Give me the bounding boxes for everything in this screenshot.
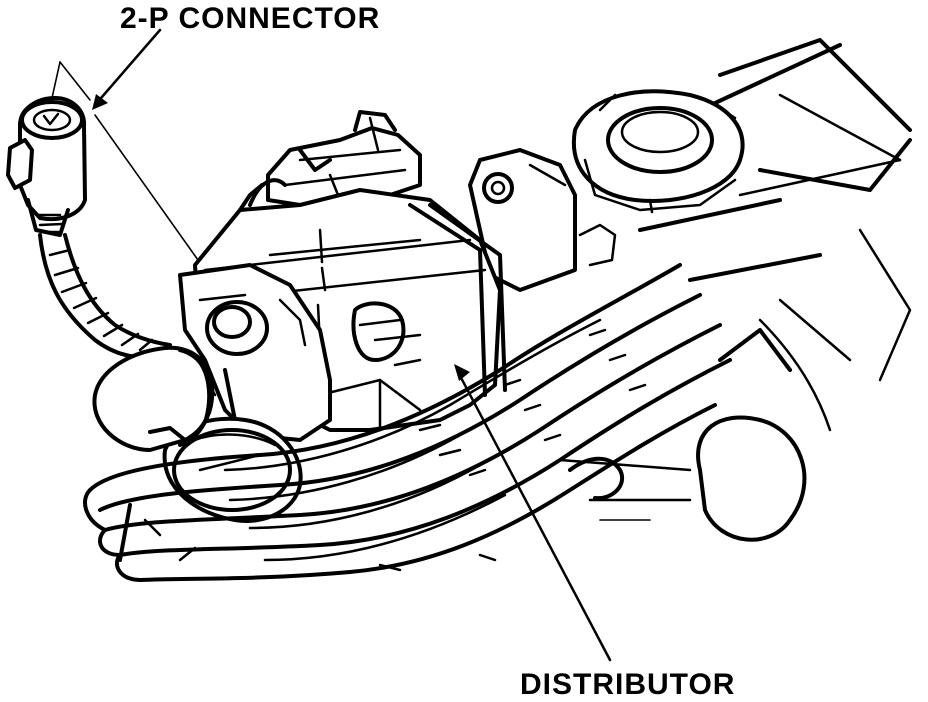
distributor-cap-clamp <box>248 110 422 207</box>
2p-connector <box>6 96 87 237</box>
arrow-head-distributor <box>454 364 470 381</box>
spark-plug-wires <box>83 263 732 582</box>
oil-filler-cap <box>571 89 745 214</box>
label-2p-connector: 2-P CONNECTOR <box>120 2 380 35</box>
engine-bay-background <box>558 38 912 542</box>
hose-elbow <box>92 345 215 452</box>
arrow-head-connector <box>92 94 108 110</box>
connector-wire-harness <box>38 233 172 359</box>
leader-lines <box>51 28 612 662</box>
label-distributor: DISTRIBUTOR <box>520 668 735 701</box>
